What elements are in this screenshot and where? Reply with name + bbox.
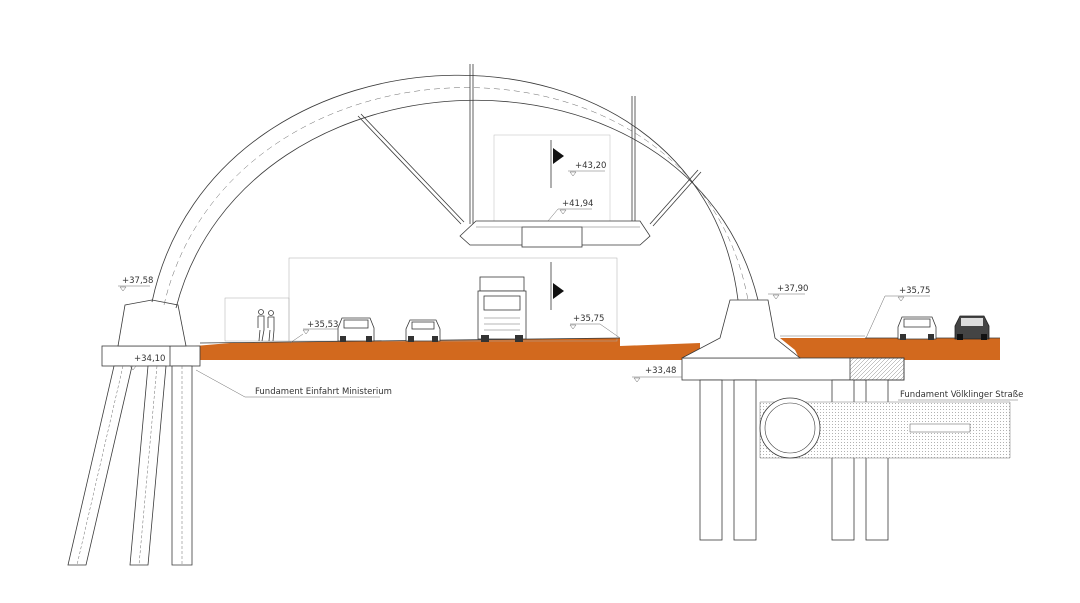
elevation-label-left-foundation: +34,10 [134, 354, 165, 364]
elevation-marker-icon [289, 328, 338, 344]
truck-icon [477, 276, 527, 342]
flag-marker-icon [550, 140, 564, 188]
elevation-marker-icon [865, 295, 930, 339]
elevation-marker-icon [569, 323, 621, 339]
elevation-marker-icon [568, 170, 605, 177]
elevation-marker-icon [547, 208, 592, 222]
elevation-label-middle-road: +35,75 [573, 314, 604, 324]
car-icon [897, 316, 937, 340]
elevation-marker-icon [768, 293, 805, 300]
elevation-label-hanging-deck-top: +43,20 [575, 161, 606, 171]
elevation-label-right-road: +35,75 [899, 286, 930, 296]
ground-left [195, 338, 700, 360]
car-icon [337, 317, 375, 342]
elevation-label-left-abutment: +37,58 [122, 276, 153, 286]
arch [151, 74, 759, 309]
car-icon [954, 315, 990, 340]
pipe-culvert-icon [759, 397, 821, 459]
left-abutment [117, 299, 187, 347]
left-foundation [67, 345, 201, 566]
foundation-label-right: Fundament Völklinger Straße [900, 390, 1023, 400]
hatched-underground-zone [759, 401, 1011, 459]
elevation-label-right-foundation: +33,48 [645, 366, 676, 376]
right-foundation [681, 357, 1011, 541]
car-icon [405, 319, 441, 342]
pedestrian-figures-icon [257, 309, 275, 342]
elevation-label-left-road: +35,53 [307, 320, 338, 330]
elevation-marker-icon [129, 365, 137, 371]
foundation-label-left: Fundament Einfahrt Ministerium [255, 387, 392, 397]
elevation-marker-icon [632, 376, 682, 383]
elevation-marker-icon [118, 285, 150, 292]
elevation-label-hanging-deck: +41,94 [562, 199, 593, 209]
ground-right [780, 338, 1000, 360]
road-clearance [199, 257, 1000, 344]
elevation-label-right-abutment: +37,90 [777, 284, 808, 294]
right-abutment [681, 299, 802, 359]
flag-marker-icon [550, 262, 564, 310]
hanging-deck [357, 64, 702, 248]
